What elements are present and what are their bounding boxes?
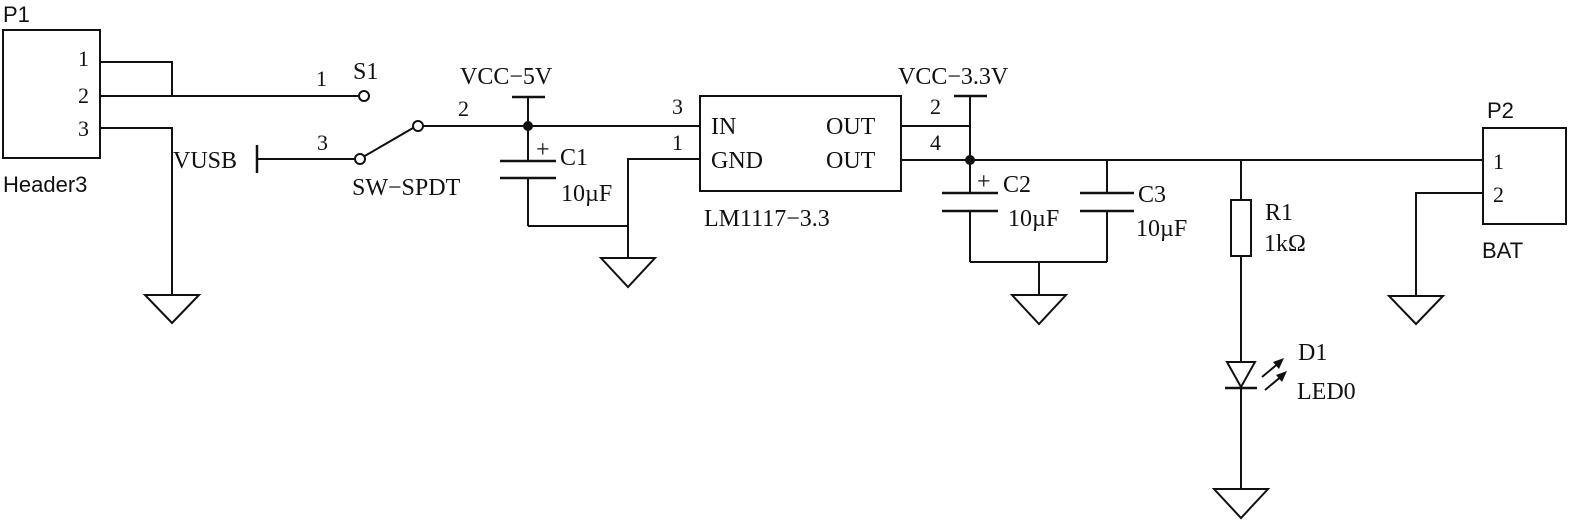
s1-name: SW−SPDT (352, 175, 461, 201)
d1-arrow-1-head (1273, 358, 1284, 369)
u1-pin-out2-label: OUT (826, 148, 876, 174)
c1-capacitor: + C1 10µF (500, 126, 612, 226)
s1-designator: S1 (353, 59, 378, 85)
r1-designator: R1 (1265, 200, 1293, 226)
u1-pin-gnd-number: 1 (672, 130, 683, 155)
vcc33-power-port: VCC−3.3V (898, 64, 1009, 126)
u1-pin-in-label: IN (711, 114, 736, 140)
p2-pin-2-number: 2 (1493, 182, 1504, 207)
vcc5-power-port: VCC−5V (460, 64, 553, 126)
c2-designator: C2 (1003, 172, 1031, 198)
p2-pin-1-number: 1 (1493, 149, 1504, 174)
p2-body (1482, 127, 1567, 225)
gnd-symbol-u1 (598, 257, 658, 289)
wire-p2-pin2-to-gnd (1415, 192, 1483, 296)
wire-u1-gnd (627, 158, 700, 258)
u1-pin-out1-label: OUT (826, 114, 876, 140)
d1-name: LED0 (1297, 379, 1356, 405)
c2-polarity: + (977, 169, 991, 195)
gnd-symbol-led (1211, 488, 1271, 520)
s1-pin-2-number: 2 (458, 96, 469, 121)
c1-value: 10µF (561, 181, 612, 207)
p1-name: Header3 (3, 172, 87, 197)
d1-arrow-2-head (1276, 371, 1287, 382)
u1-pin-gnd-label: GND (711, 148, 763, 174)
p1-header-connector: P1 Header3 1 2 3 (2, 2, 101, 197)
c1-polarity: + (536, 137, 550, 163)
p1-body (2, 29, 101, 159)
s1-lever (362, 127, 414, 158)
d1-led: D1 LED0 (1225, 340, 1356, 489)
u1-pin-out1-number: 2 (930, 94, 941, 119)
p2-designator: P2 (1487, 98, 1514, 123)
u1-ldo-regulator: IN GND OUT OUT 3 1 2 4 LM1117−3.3 (672, 94, 941, 232)
p2-battery-connector: P2 BAT 1 2 (1482, 98, 1567, 263)
wire-p1-pin1-loop (100, 61, 173, 96)
s1-contact-2 (412, 120, 424, 132)
p1-pin-1-number: 1 (78, 46, 89, 71)
s1-contact-3 (354, 153, 366, 165)
wire-p1-pin3-to-gnd (100, 127, 173, 295)
c3-capacitor: C3 10µF (1080, 160, 1187, 262)
vusb-port: VUSB (173, 145, 355, 174)
c2-capacitor: + C2 10µF (942, 160, 1059, 262)
gnd-symbol-p2 (1386, 295, 1446, 326)
r1-body (1230, 199, 1252, 257)
p2-name: BAT (1482, 238, 1523, 263)
u1-body (699, 95, 902, 192)
d1-designator: D1 (1298, 340, 1327, 366)
vcc5-label: VCC−5V (460, 64, 553, 90)
u1-part-name: LM1117−3.3 (704, 206, 830, 232)
u1-pin-out2-number: 4 (930, 130, 941, 155)
s1-spdt-switch: S1 SW−SPDT 1 2 3 (316, 59, 469, 201)
p1-pin-3-number: 3 (78, 116, 89, 141)
d1-triangle (1225, 361, 1257, 390)
p1-wires (100, 61, 358, 325)
r1-value: 1kΩ (1264, 231, 1306, 257)
c3-designator: C3 (1138, 182, 1166, 208)
c3-value: 10µF (1136, 216, 1187, 242)
vusb-label: VUSB (173, 148, 237, 174)
s1-pin-1-number: 1 (316, 66, 327, 91)
gnd-symbol-caps (1009, 294, 1069, 326)
s1-contact-1 (358, 90, 370, 102)
gnd-symbol-p1 (142, 294, 202, 325)
c1-designator: C1 (560, 145, 588, 171)
u1-pin-in-number: 3 (672, 94, 683, 119)
s1-pin-3-number: 3 (317, 130, 328, 155)
vcc33-label: VCC−3.3V (898, 64, 1009, 90)
p1-pin-2-number: 2 (78, 83, 89, 108)
wire-c1-to-gnd (528, 225, 629, 258)
c2-value: 10µF (1008, 206, 1059, 232)
p1-designator: P1 (3, 2, 30, 27)
r1-resistor: R1 1kΩ (1230, 160, 1306, 362)
